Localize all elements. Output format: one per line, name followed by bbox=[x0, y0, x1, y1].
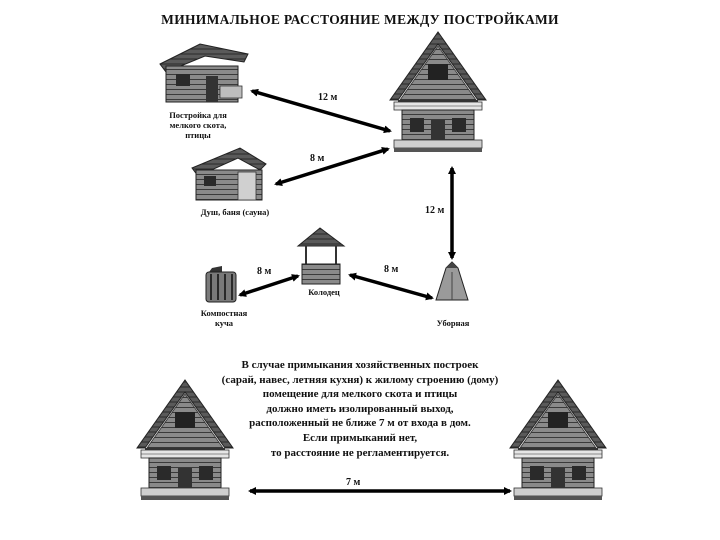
bath-illustration bbox=[192, 148, 266, 200]
note-line-3: помещение для мелкого скота и птицы bbox=[195, 387, 525, 402]
distance-bath-house: 8 м bbox=[310, 153, 324, 164]
distance-shed-house: 12 м bbox=[318, 92, 337, 103]
arrow-well-toilet bbox=[350, 275, 432, 298]
main-house-illustration bbox=[390, 32, 486, 152]
livestock-shed-label-line-1: Постройка для bbox=[150, 110, 246, 120]
distance-compost-well: 8 м bbox=[257, 266, 271, 277]
arrow-bath-house bbox=[276, 149, 388, 184]
compost-bin-illustration bbox=[206, 266, 236, 302]
well-illustration bbox=[298, 228, 344, 284]
distance-house-house: 7 м bbox=[346, 477, 360, 488]
livestock-shed-label-line-3: птицы bbox=[150, 130, 246, 140]
compost-label-line-1: Компостная bbox=[186, 308, 262, 318]
distance-house-toilet: 12 м bbox=[425, 205, 444, 216]
arrow-compost-well bbox=[240, 276, 298, 295]
note-line-2: (сарай, навес, летняя кухня) к жилому ст… bbox=[195, 373, 525, 388]
livestock-shed-illustration bbox=[160, 44, 248, 102]
well-label: Колодец bbox=[296, 287, 352, 297]
toilet-illustration bbox=[436, 262, 468, 300]
regulation-note: В случае примыкания хозяйственных постро… bbox=[195, 358, 525, 460]
note-line-7: то расстояние не регламентируется. bbox=[195, 446, 525, 461]
distance-well-toilet: 8 м bbox=[384, 264, 398, 275]
compost-label: Компостная куча bbox=[186, 308, 262, 328]
livestock-shed-label-line-2: мелкого скота, bbox=[150, 120, 246, 130]
toilet-label: Уборная bbox=[424, 318, 482, 328]
note-line-4: должно иметь изолированный выход, bbox=[195, 402, 525, 417]
note-line-6: Если примыканий нет, bbox=[195, 431, 525, 446]
compost-label-line-2: куча bbox=[186, 318, 262, 328]
note-line-5: расположенный не ближе 7 м от входа в до… bbox=[195, 416, 525, 431]
note-line-1: В случае примыкания хозяйственных постро… bbox=[195, 358, 525, 373]
livestock-shed-label: Постройка для мелкого скота, птицы bbox=[150, 110, 246, 140]
shower-bath-label: Душ, баня (сауна) bbox=[180, 207, 290, 217]
